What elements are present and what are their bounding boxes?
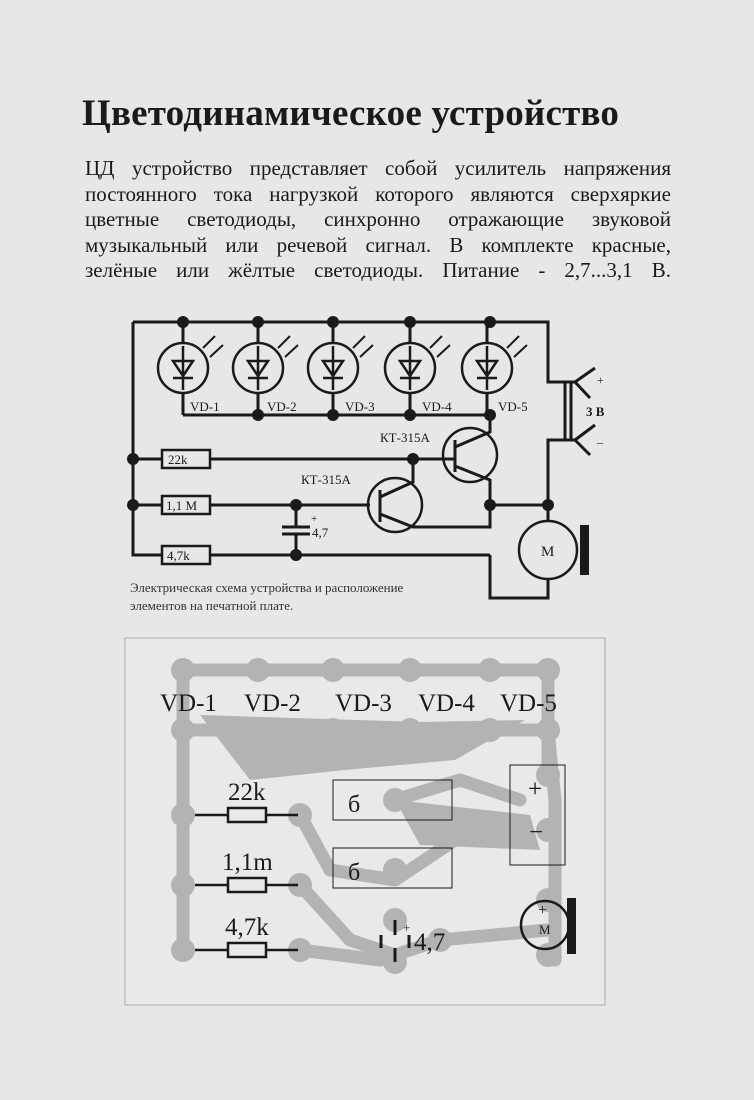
pcb-pad [536,718,560,742]
junction-dot [290,499,302,511]
led-label: VD-5 [498,399,528,414]
paragraph-line: ЦД устройство представляет собой усилите… [85,156,671,180]
pcb-pad [383,788,407,812]
pcb-pad [171,658,195,682]
pcb-pad [171,873,195,897]
junction-dot [327,316,339,328]
pcb-led-label: VD-2 [244,690,301,717]
pcb-pad [321,718,345,742]
motor-label: M [541,544,554,560]
led-label: VD-3 [345,399,375,414]
pcb-pad [288,873,312,897]
pcb-r1-label: 22k [228,779,266,806]
paragraph-line: музыкальный или речевой сигнал. В компле… [85,232,671,257]
transistor1-label: КТ-315А [380,430,430,445]
minus-terminal-label: – [596,435,604,449]
description-paragraph: ЦД устройство представляет собой усилите… [85,156,671,284]
pcb-transistor1-label: б [348,792,360,818]
light-arrow-icon [202,335,224,358]
pcb-pad [478,718,502,742]
pcb-plus-label: + [528,776,542,803]
junction-dot [290,549,302,561]
pcb-pad [321,658,345,682]
diode-symbol [320,346,346,390]
pcb-transistor2-label: б [348,860,360,886]
diode-symbol [245,346,271,390]
pcb-cap-label: 4,7 [414,929,445,956]
voltage-label: 3 В [586,404,605,419]
junction-dot [484,316,496,328]
light-arrow-icon [352,335,374,358]
pcb-pad [288,803,312,827]
paragraph-line: зелёные или жёлтые светодиоды. Питание -… [85,258,671,282]
pcb-motor-label: M [539,922,551,937]
caption-line: Электрическая схема устройства и располо… [130,580,404,595]
pcb-pad [246,718,270,742]
pcb-led-label: VD-5 [500,690,557,717]
resistor-1m-label: 1,1 M [166,498,198,513]
pcb-led-label: VD-4 [418,690,475,717]
resistor-22k-label: 22k [168,452,188,467]
led-label: VD-2 [267,399,297,414]
pcb-led-label: VD-3 [335,690,392,717]
pcb-pad [536,658,560,682]
junction-dot [177,316,189,328]
pcb-pad [398,658,422,682]
pcb-pad [171,803,195,827]
junction-dot [327,409,339,421]
page-title: Цветодинамическое устройство [82,93,620,134]
pcb-pad [536,763,560,787]
cap-label: 4,7 [312,525,329,540]
pcb-pad [171,718,195,742]
pcb-pad [536,818,560,842]
junction-dot [127,453,139,465]
pcb-pad [383,858,407,882]
junction-dot [484,499,496,511]
pcb-pad [478,658,502,682]
junction-dot [252,316,264,328]
pcb-minus-label: − [529,819,543,846]
pcb-pad [288,938,312,962]
pcb-layout: VD-1 VD-2 VD-3 VD-4 VD-5 22k 1,1m 4,7k б… [124,637,606,1006]
junction-dot [404,409,416,421]
plus-terminal-label: + [597,373,604,387]
resistor-4k7-label: 4,7k [167,548,190,563]
light-arrow-icon [277,335,299,358]
junction-dot [404,316,416,328]
diode-symbol [170,346,196,390]
light-arrow-icon [506,335,528,358]
pcb-r2-label: 1,1m [222,849,273,876]
pcb-motor-plus: + [538,902,547,919]
transistor2-label: КТ-315А [301,472,351,487]
pcb-pad [428,928,452,952]
junction-dot [484,409,496,421]
pcb-led-label: VD-1 [160,690,217,717]
cap-plus-label: + [311,513,317,525]
paragraph-line: постоянного тока нагрузкой которого явля… [85,181,671,206]
pcb-r3-label: 4,7k [225,914,269,941]
pcb-cap-plus-label: + [403,920,410,935]
paragraph-line: цветные светодиоды, синхронно отражающие… [85,207,671,231]
pcb-pad [171,938,195,962]
diode-symbol [474,346,500,390]
junction-dot [252,409,264,421]
pcb-pad [398,718,422,742]
led-label: VD-1 [190,399,220,414]
junction-dot [407,453,419,465]
pcb-pad [246,658,270,682]
caption-line: элементов на печатной плате. [130,598,293,613]
junction-dot [127,499,139,511]
junction-dot [542,499,554,511]
light-arrow-icon [429,335,451,358]
led-label: VD-4 [422,399,452,414]
diode-symbol [397,346,423,390]
